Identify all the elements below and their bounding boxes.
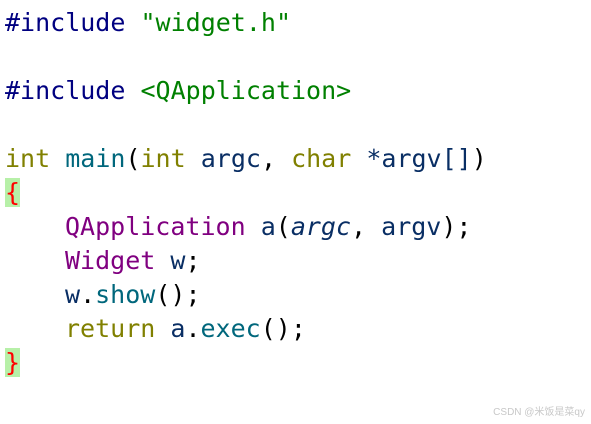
open-paren: ( xyxy=(125,144,141,173)
preprocessor-directive: #include xyxy=(5,76,126,105)
object-name: a xyxy=(170,314,186,343)
matched-close-brace: } xyxy=(5,348,21,377)
watermark: CSDN @米饭是菜qy xyxy=(493,407,585,418)
preprocessor-directive: #include xyxy=(5,8,126,37)
code-line-open-brace: { xyxy=(5,176,21,210)
code-line-main-signature: int main(int argc, char *argv[]) xyxy=(5,142,487,176)
code-line-return-statement: return a.exec(); xyxy=(5,312,306,346)
code-line-include-widget: #include "widget.h" xyxy=(5,6,291,40)
space xyxy=(50,144,65,173)
code-line-app-declaration: QApplication a(argc, argv); xyxy=(5,210,471,244)
call-parens: (); xyxy=(155,280,201,309)
argument-name: argv xyxy=(381,212,442,241)
open-paren: ( xyxy=(275,212,291,241)
space xyxy=(276,144,291,173)
include-file-string: "widget.h" xyxy=(140,8,291,37)
param-name: *argv[] xyxy=(366,144,472,173)
code-line-include-qapplication: #include <QApplication> xyxy=(5,74,351,108)
dot: . xyxy=(185,314,201,343)
method-name: exec xyxy=(200,314,261,343)
dot: . xyxy=(80,280,96,309)
close-paren: ) xyxy=(471,144,487,173)
space xyxy=(125,76,140,105)
param-type-keyword: char xyxy=(291,144,352,173)
function-name: main xyxy=(65,144,126,173)
code-line-close-brace: } xyxy=(5,346,21,380)
call-parens: (); xyxy=(260,314,306,343)
comma: , xyxy=(351,212,367,241)
space xyxy=(125,8,140,37)
space xyxy=(155,314,170,343)
matched-open-brace: { xyxy=(5,178,21,207)
code-line-show-call: w.show(); xyxy=(5,278,201,312)
comma: , xyxy=(260,144,276,173)
argument-name: argc xyxy=(290,212,352,241)
space xyxy=(186,144,201,173)
variable-name: w xyxy=(170,246,186,275)
return-type-keyword: int xyxy=(5,144,51,173)
code-line-widget-declaration: Widget w; xyxy=(5,244,201,278)
space xyxy=(366,212,381,241)
class-name: QApplication xyxy=(65,212,246,241)
object-name: w xyxy=(65,280,81,309)
param-name: argc xyxy=(200,144,261,173)
space xyxy=(155,246,170,275)
space xyxy=(246,212,261,241)
variable-name: a xyxy=(260,212,276,241)
include-file-header: <QApplication> xyxy=(140,76,352,105)
param-type-keyword: int xyxy=(140,144,186,173)
close-paren-semicolon: ); xyxy=(441,212,472,241)
method-name: show xyxy=(95,280,156,309)
space xyxy=(351,144,366,173)
class-name: Widget xyxy=(65,246,156,275)
return-keyword: return xyxy=(65,314,156,343)
semicolon: ; xyxy=(185,246,201,275)
